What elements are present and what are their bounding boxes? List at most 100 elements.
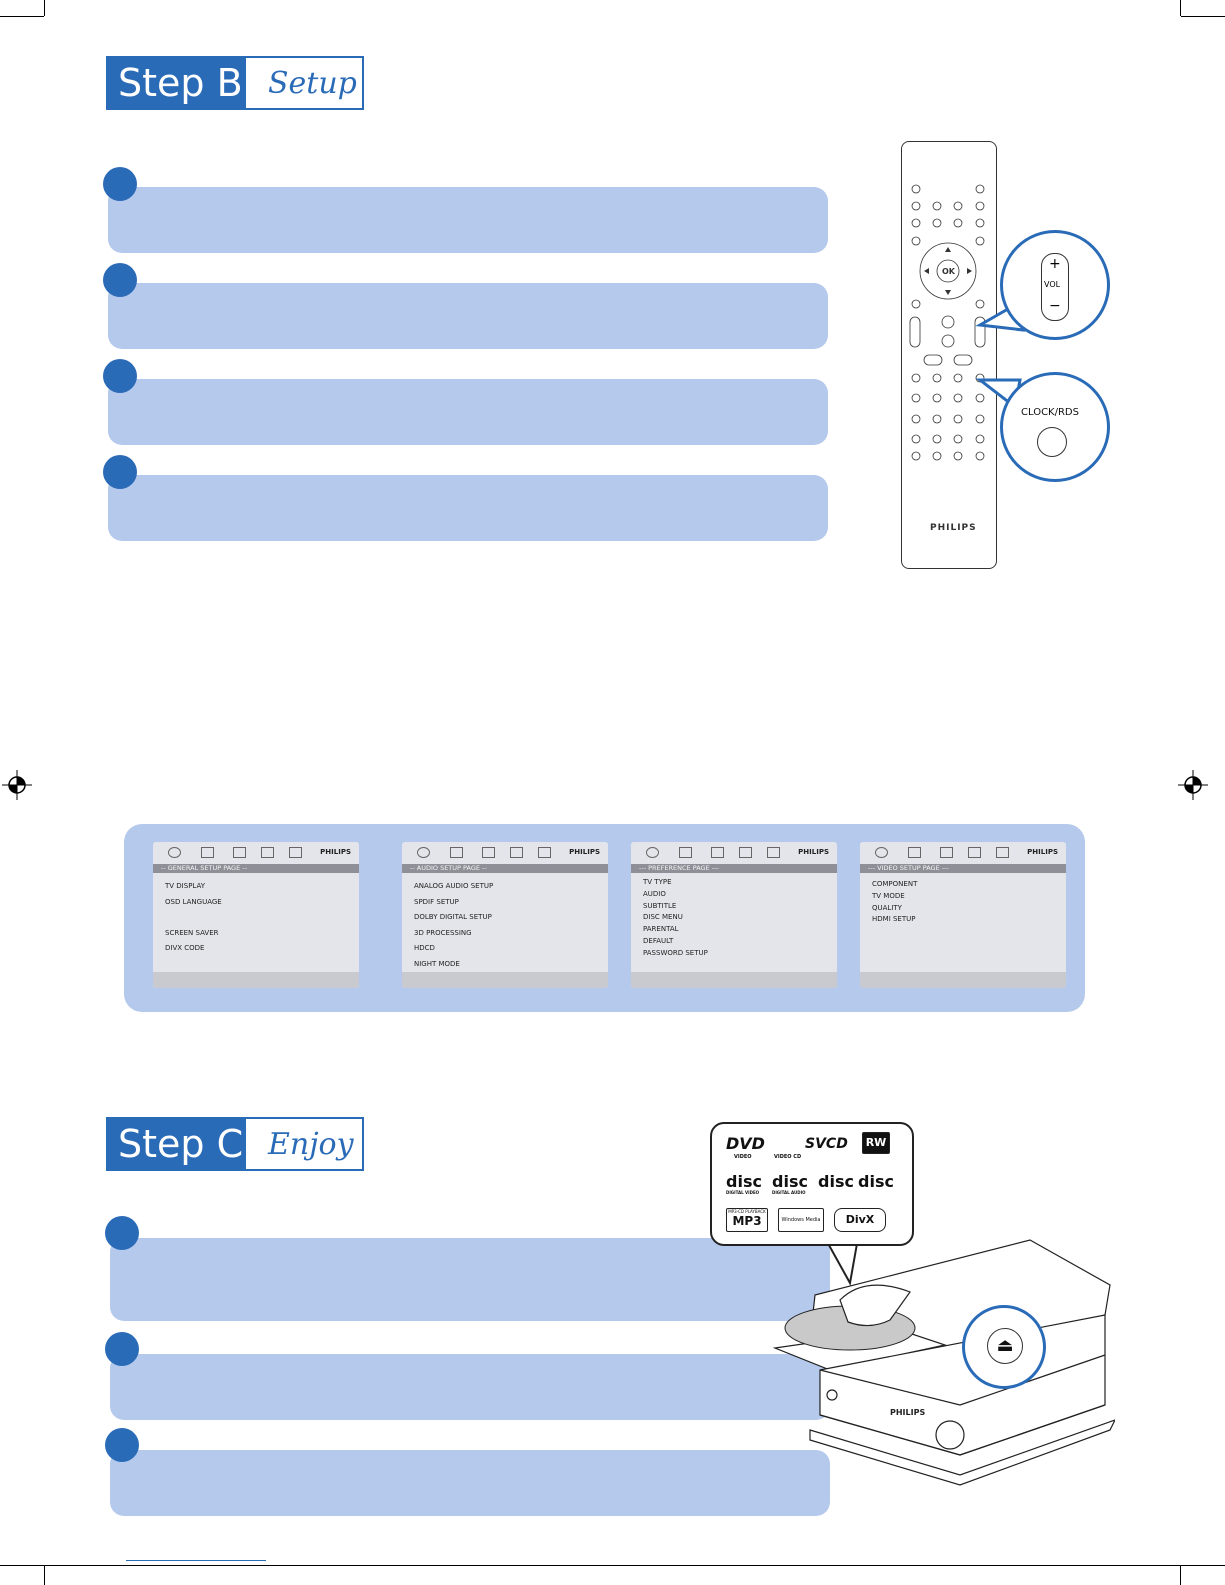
registration-mark [1178,770,1208,800]
menu-item [165,910,359,926]
menu-brand: PHILIPS [320,848,351,856]
preference-icon [233,847,246,858]
dvd-video-label: VIDEO [734,1154,752,1160]
windows-media-logo: Windows Media [778,1208,824,1232]
preference-icon [482,847,495,858]
step-b-header: Step B Setup [106,56,364,112]
menu-page-title: -- AUDIO SETUP PAGE -- [402,864,608,873]
unit-brand: PHILIPS [890,1408,925,1417]
step-c-header: Step C Enjoy [106,1117,364,1173]
mp3-playback-label: MP3-CD PLAYBACK [728,1209,766,1214]
menu-footer [153,972,359,988]
menu-item[interactable]: PARENTAL [643,925,679,934]
exit-icon [538,847,551,858]
crop-mark [44,1565,45,1585]
registration-mark [2,770,32,800]
speaker-icon [908,847,921,858]
settings-icon [168,847,181,858]
video-setup-menu: PHILIPS --- VIDEO SETUP PAGE --- COMPONE… [860,842,1066,988]
step-bullet [105,1216,139,1250]
mp3-logo: MP3-CD PLAYBACK MP3 [726,1208,768,1232]
menu-item[interactable]: 3D PROCESSING [414,928,472,937]
menu-item[interactable]: OSD LANGUAGE [165,897,222,906]
step-b-instruction-2 [108,283,828,349]
menu-page-title: --- VIDEO SETUP PAGE --- [860,864,1066,873]
step-b-instruction-4 [108,475,828,541]
cd-video-logo: disc [726,1172,762,1191]
vol-rocker: + VOL − [1041,253,1069,321]
dvd-logo: DVD [726,1134,765,1153]
menu-item[interactable]: ANALOG AUDIO SETUP [414,882,494,890]
preference-icon [711,847,724,858]
vol-callout: + VOL − [1000,230,1110,340]
menu-item[interactable]: NIGHT MODE [414,959,460,968]
menu-item[interactable]: PASSWORD SETUP [643,948,708,957]
menu-item[interactable]: HDCD [414,944,435,953]
settings-icon [417,847,430,858]
menu-icon-bar: PHILIPS [153,842,359,864]
menu-brand: PHILIPS [569,848,600,856]
crop-mark [1180,0,1181,16]
audio-setup-menu: PHILIPS -- AUDIO SETUP PAGE -- ANALOG AU… [402,842,608,988]
step-b-instruction-1 [108,187,828,253]
exit-icon [996,847,1009,858]
menu-page-title: --- PREFERENCE PAGE --- [631,864,837,873]
video-icon [739,847,752,858]
exit-icon [767,847,780,858]
menu-item[interactable]: DOLBY DIGITAL SETUP [414,913,492,922]
preference-icon [940,847,953,858]
menu-item[interactable]: QUALITY [872,903,902,912]
step-b-instruction-3 [108,379,828,445]
cd-audio-logo: disc [772,1172,808,1191]
step-bullet [105,1428,139,1462]
exit-icon [289,847,302,858]
ok-button-label: OK [942,267,955,276]
menu-item[interactable]: AUDIO [643,889,666,898]
menu-brand: PHILIPS [1027,848,1058,856]
speaker-icon [450,847,463,858]
menu-item[interactable]: TV TYPE [643,878,672,886]
crop-mark [44,0,45,16]
menu-item[interactable]: SPDIF SETUP [414,897,459,906]
menu-footer [860,972,1066,988]
crop-line [0,1565,1225,1566]
step-bullet [103,167,137,201]
step-c-instruction-2 [110,1354,830,1420]
menu-item[interactable]: COMPONENT [872,880,918,888]
video-icon [261,847,274,858]
mp3-label: MP3 [732,1214,762,1228]
step-c-instruction-3 [110,1450,830,1516]
cd-rewritable-logo: disc [858,1172,894,1191]
crop-mark [0,16,44,17]
remote-control: OK PHILIPS [901,141,997,569]
step-c-instruction-1 [110,1238,830,1321]
speaker-icon [679,847,692,858]
cd-video-label: DIGITAL VIDEO [726,1190,760,1195]
menu-item[interactable]: TV MODE [872,891,905,900]
cd-recordable-logo: disc [818,1172,854,1191]
menu-item[interactable]: DIVX CODE [165,944,205,953]
cd-audio-label: DIGITAL AUDIO [772,1190,806,1195]
menu-item[interactable]: SCREEN SAVER [165,928,219,937]
step-c-title: Step C [106,1117,244,1171]
step-b-subtitle: Setup [244,56,364,110]
clock-rds-button [1037,427,1067,457]
supported-disc-logos: DVD VIDEO VIDEO CD SVCD RW disc DIGITAL … [710,1122,914,1246]
menu-item[interactable]: TV DISPLAY [165,882,205,890]
menu-footer [402,972,608,988]
menu-item[interactable]: SUBTITLE [643,901,677,910]
eject-icon: ⏏ [987,1328,1023,1364]
video-icon [968,847,981,858]
menu-item[interactable]: DEFAULT [643,936,674,945]
step-bullet [103,359,137,393]
menu-item[interactable]: DISC MENU [643,913,683,922]
bubble-pointer [824,1238,859,1286]
svcd-logo: SVCD [805,1136,848,1152]
step-c-subtitle: Enjoy [244,1117,364,1171]
menu-item[interactable]: HDMI SETUP [872,915,916,924]
clock-rds-label: CLOCK/RDS [1021,407,1079,418]
eject-callout: ⏏ [962,1305,1046,1389]
menu-footer [631,972,837,988]
footer-link-underline [126,1560,266,1561]
step-bullet [103,263,137,297]
